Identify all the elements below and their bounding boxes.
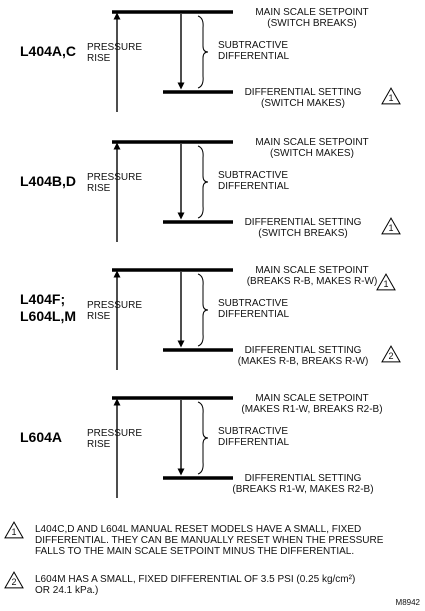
svg-text:2: 2 bbox=[388, 351, 393, 361]
model-label: L604A bbox=[20, 429, 62, 445]
svg-text:1: 1 bbox=[383, 279, 388, 289]
svg-text:2: 2 bbox=[11, 577, 16, 587]
note-marker-icon: 2 bbox=[381, 345, 401, 363]
model-label: L404A,C bbox=[20, 43, 76, 59]
note-marker-icon: 2 bbox=[4, 571, 24, 589]
note-marker-icon: 1 bbox=[381, 217, 401, 235]
note-marker-icon: 1 bbox=[376, 273, 396, 291]
note-marker-icon: 1 bbox=[4, 521, 24, 539]
differential-brace bbox=[197, 15, 209, 89]
model-label: L404B,D bbox=[20, 173, 76, 189]
differential-setting-label: DIFFERENTIAL SETTING(BREAKS R1-W, MAKES … bbox=[232, 473, 373, 495]
differential-brace bbox=[197, 145, 209, 219]
footnote-2: 2 L604M HAS A SMALL, FIXED DIFFERENTIAL O… bbox=[4, 571, 355, 596]
figure-code: M8942 bbox=[396, 598, 421, 607]
main-setpoint-label: MAIN SCALE SETPOINT(SWITCH BREAKS) bbox=[255, 7, 368, 29]
differential-brace bbox=[197, 401, 209, 475]
footnote-text: L404C,D AND L604L MANUAL RESET MODELS HA… bbox=[35, 524, 384, 557]
footnote-1: 1 L404C,D AND L604L MANUAL RESET MODELS H… bbox=[4, 521, 384, 557]
differential-setting-label: DIFFERENTIAL SETTING(SWITCH MAKES) bbox=[245, 87, 362, 109]
main-setpoint-label: MAIN SCALE SETPOINT(BREAKS R-B, MAKES R-… bbox=[247, 265, 378, 287]
main-setpoint-label: MAIN SCALE SETPOINT(SWITCH MAKES) bbox=[255, 137, 368, 159]
note-marker-icon: 1 bbox=[381, 87, 401, 105]
svg-text:1: 1 bbox=[388, 93, 393, 103]
differential-brace bbox=[197, 273, 209, 347]
model-label: L404F;L604L,M bbox=[20, 291, 76, 324]
differential-setting-label: DIFFERENTIAL SETTING(MAKES R-B, BREAKS R… bbox=[238, 345, 369, 367]
main-setpoint-label: MAIN SCALE SETPOINT(MAKES R1-W, BREAKS R… bbox=[241, 393, 382, 415]
svg-text:1: 1 bbox=[11, 527, 16, 537]
footnote-text: L604M HAS A SMALL, FIXED DIFFERENTIAL OF… bbox=[35, 574, 355, 596]
differential-setting-label: DIFFERENTIAL SETTING(SWITCH BREAKS) bbox=[245, 217, 362, 239]
svg-text:1: 1 bbox=[388, 223, 393, 233]
